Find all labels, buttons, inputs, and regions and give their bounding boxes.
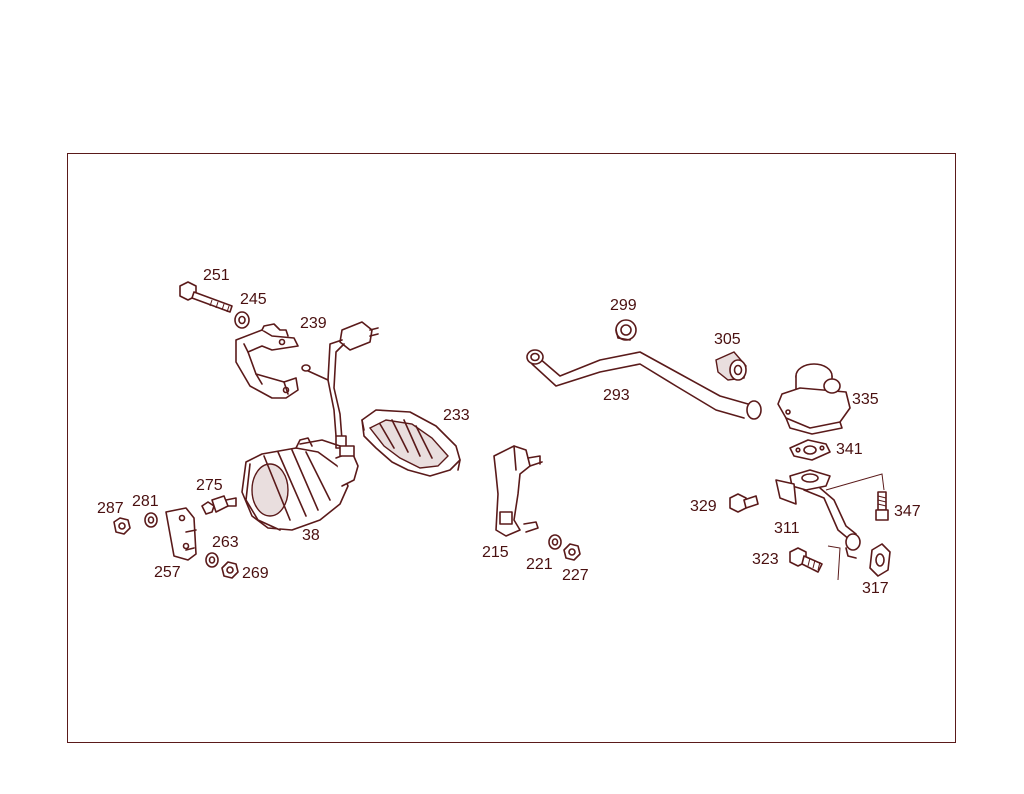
part-269-nut	[221, 561, 239, 579]
part-293-hose	[526, 349, 762, 420]
label-281: 281	[132, 493, 159, 510]
part-215-bracket	[493, 445, 543, 537]
part-323-bolt	[789, 547, 823, 573]
part-221-washer	[548, 534, 562, 550]
label-233: 233	[443, 407, 470, 424]
label-263: 263	[212, 534, 239, 551]
label-251: 251	[203, 267, 230, 284]
label-341: 341	[836, 441, 863, 458]
wiring-harness	[301, 321, 379, 449]
label-257: 257	[154, 564, 181, 581]
part-227-nut	[563, 543, 581, 561]
label-335: 335	[852, 391, 879, 408]
label-305: 305	[714, 331, 741, 348]
part-281-washer	[144, 512, 158, 528]
diagram-frame	[67, 153, 956, 743]
part-329-bolt	[729, 493, 759, 513]
part-38-pump-motor	[241, 437, 359, 531]
part-275-mount	[201, 495, 237, 515]
label-38: 38	[302, 527, 320, 544]
part-labels: 251 245 239 233 275 287 281 263 257 269 …	[97, 267, 921, 597]
label-293: 293	[603, 387, 630, 404]
label-317: 317	[862, 580, 889, 597]
label-269: 269	[242, 565, 269, 582]
part-239-bracket	[235, 323, 299, 399]
label-221: 221	[526, 556, 553, 573]
part-263-washer	[205, 552, 219, 568]
part-287-nut	[113, 517, 131, 535]
label-323: 323	[752, 551, 779, 568]
label-287: 287	[97, 500, 124, 517]
part-311-pipe	[775, 469, 885, 581]
label-329: 329	[690, 498, 717, 515]
label-347: 347	[894, 503, 921, 520]
label-275: 275	[196, 477, 223, 494]
part-305-mount	[715, 351, 747, 381]
label-239: 239	[300, 315, 327, 332]
label-245: 245	[240, 291, 267, 308]
part-347-stud	[875, 491, 889, 521]
label-311: 311	[774, 520, 800, 537]
part-257-plate	[165, 507, 197, 561]
part-245-washer	[234, 311, 250, 329]
part-335-valve	[777, 363, 851, 435]
label-227: 227	[562, 567, 589, 584]
part-233-cover	[361, 409, 461, 477]
part-251-bolt	[179, 281, 233, 313]
part-317-gasket	[869, 543, 891, 577]
label-299: 299	[610, 297, 637, 314]
part-341-gasket	[789, 439, 831, 461]
label-215: 215	[482, 544, 509, 561]
part-299-grommet	[615, 319, 637, 341]
